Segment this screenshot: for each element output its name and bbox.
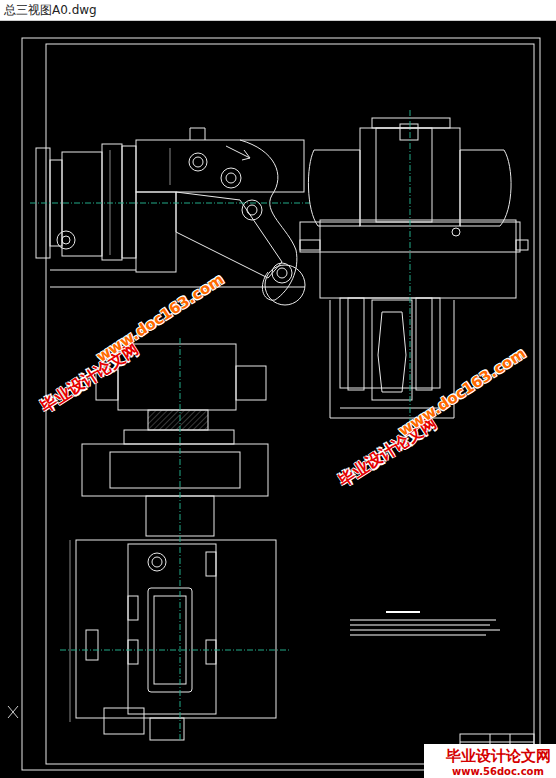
watermark-url: www.doc163.com — [395, 344, 529, 440]
front-view — [30, 128, 310, 305]
ucs-icon — [8, 706, 18, 718]
inner-frame — [46, 44, 534, 764]
notes-block — [350, 612, 500, 635]
logo-url: www.56doc.com — [452, 766, 544, 777]
watermark-text: 毕业设计论文网 — [37, 339, 142, 418]
window-title: 总三视图A0.dwg — [4, 2, 97, 19]
watermark-url: www.doc163.com — [93, 270, 227, 366]
logo-text: 毕业设计论文网 — [446, 747, 551, 766]
sheet-border — [22, 38, 540, 770]
top-view — [60, 338, 290, 740]
